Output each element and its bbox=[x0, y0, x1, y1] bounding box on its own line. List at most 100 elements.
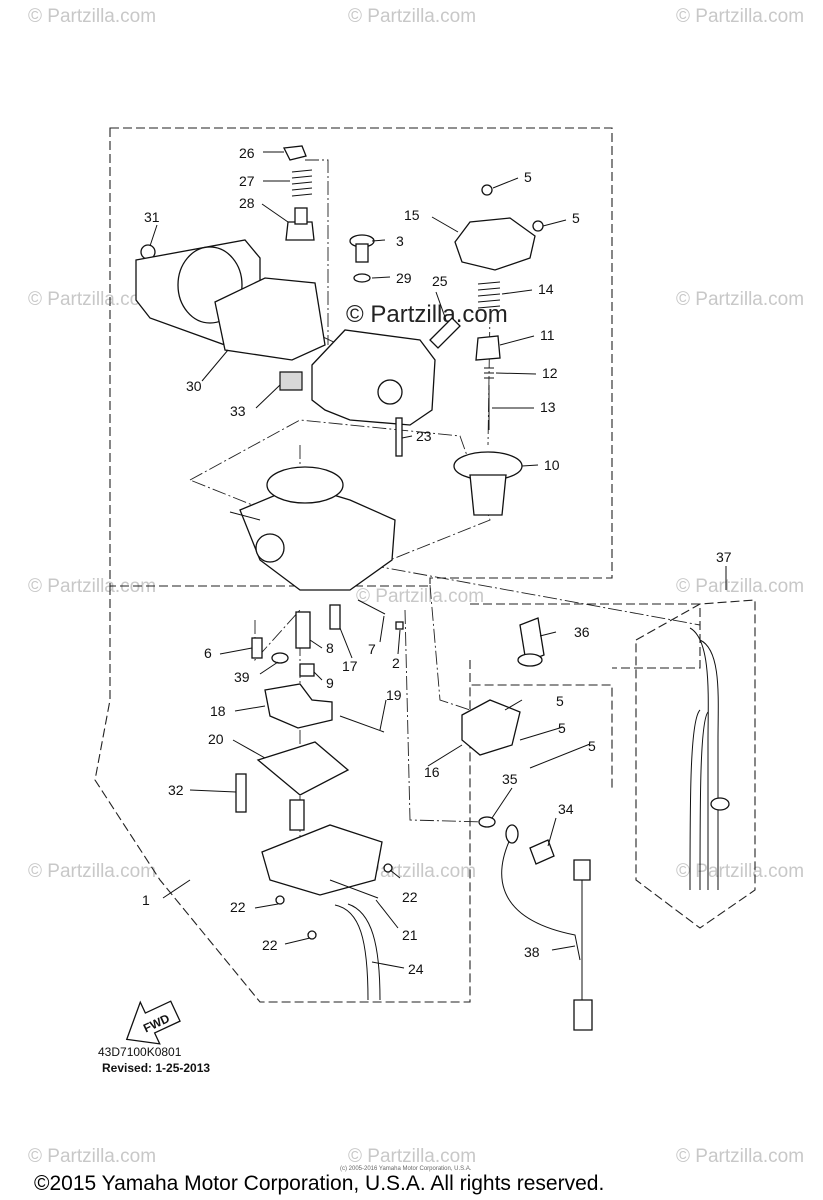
callout-34: 34 bbox=[558, 801, 574, 817]
callout-12: 12 bbox=[542, 365, 558, 381]
callout-30: 30 bbox=[186, 378, 202, 394]
carb-screw bbox=[229, 511, 261, 521]
drain-screw-part bbox=[329, 879, 379, 899]
chamber-screw bbox=[275, 895, 285, 905]
watermarks: © Partzilla.com © Partzilla.com © Partzi… bbox=[28, 6, 804, 1167]
upper-body-port bbox=[377, 379, 403, 405]
callout-9: 9 bbox=[326, 675, 334, 691]
callout-26: 26 bbox=[239, 145, 255, 161]
callout-23: 23 bbox=[416, 428, 432, 444]
tiny-copyright: (c) 2005-2016 Yamaha Motor Corporation, … bbox=[340, 1166, 472, 1172]
sensor-group-outline bbox=[470, 603, 701, 669]
cap-part bbox=[454, 217, 536, 271]
vent-hose-part bbox=[699, 639, 719, 890]
carb-top-bore bbox=[266, 466, 344, 504]
float-chamber-part bbox=[261, 824, 383, 896]
watermark: © Partzilla.com bbox=[28, 1146, 156, 1167]
chamber-screw bbox=[307, 930, 317, 940]
cap-screw bbox=[532, 220, 544, 232]
callout-5: 5 bbox=[572, 210, 580, 226]
callout-3: 3 bbox=[396, 233, 404, 249]
watermark: © Partzilla.com bbox=[28, 6, 156, 27]
sensor-base bbox=[517, 653, 543, 667]
cap-screw bbox=[481, 184, 493, 196]
hose-group-outline bbox=[635, 599, 756, 929]
watermark: © Partzilla.com bbox=[676, 1146, 804, 1167]
needle-jet-part bbox=[295, 611, 311, 649]
callout-37: 37 bbox=[716, 549, 732, 565]
watermark: © Partzilla.com bbox=[348, 861, 476, 882]
jet-part bbox=[251, 637, 263, 659]
callout-5: 5 bbox=[556, 693, 564, 709]
tps-part bbox=[461, 699, 521, 756]
plunger-part bbox=[285, 221, 315, 241]
callout-33: 33 bbox=[230, 403, 246, 419]
watermark: © Partzilla.com bbox=[676, 6, 804, 27]
adjust-screw-body bbox=[355, 243, 369, 263]
callout-6: 6 bbox=[204, 645, 212, 661]
axis-line bbox=[305, 159, 329, 345]
pilot-screw-part bbox=[429, 317, 461, 349]
ring-terminal bbox=[505, 824, 519, 844]
callout-20: 20 bbox=[208, 731, 224, 747]
washer-part bbox=[478, 816, 496, 828]
callout-22: 22 bbox=[230, 899, 246, 915]
float-part bbox=[264, 683, 333, 729]
float-pin-part bbox=[339, 715, 385, 733]
drain-screw bbox=[357, 599, 386, 615]
vent-hose-part bbox=[689, 627, 709, 890]
carb-intake bbox=[255, 533, 285, 563]
diagram-code: 43D7100K0801 bbox=[98, 1045, 182, 1059]
callout-35: 35 bbox=[502, 771, 518, 787]
float-chamber-stem bbox=[289, 799, 305, 831]
footer-copyright: ©2015 Yamaha Motor Corporation, U.S.A. A… bbox=[34, 1172, 604, 1195]
callout-19: 19 bbox=[386, 687, 402, 703]
watermark: © Partzilla.com bbox=[676, 576, 804, 597]
callout-24: 24 bbox=[408, 961, 424, 977]
leader-lines bbox=[149, 151, 727, 969]
callout-27: 27 bbox=[239, 173, 255, 189]
callout-22: 22 bbox=[402, 889, 418, 905]
callout-5: 5 bbox=[588, 738, 596, 754]
callout-31: 31 bbox=[144, 209, 160, 225]
callout-7: 7 bbox=[368, 641, 376, 657]
needle-holder-part bbox=[475, 335, 501, 361]
watermark: © Partzilla.com bbox=[356, 586, 484, 607]
callout-21: 21 bbox=[402, 927, 418, 943]
axis-line bbox=[429, 584, 471, 711]
callouts: 26 27 28 31 3 29 25 5 15 5 14 11 12 13 1… bbox=[142, 145, 732, 977]
wire-harness-part bbox=[501, 834, 581, 961]
filter-part bbox=[279, 371, 303, 391]
axis-line bbox=[254, 609, 301, 662]
callout-5: 5 bbox=[558, 720, 566, 736]
revision-date: Revised: 1-25-2013 bbox=[102, 1061, 210, 1075]
watermark: © Partzilla.com bbox=[676, 289, 804, 310]
callout-29: 29 bbox=[396, 270, 412, 286]
drain-hose-part bbox=[334, 904, 369, 1001]
watermark: © Partzilla.com bbox=[28, 861, 156, 882]
watermark: © Partzilla.com bbox=[28, 576, 156, 597]
gasket-part bbox=[214, 277, 326, 361]
parts bbox=[125, 145, 730, 1045]
watermark: © Partzilla.com bbox=[28, 289, 156, 310]
watermark: © Partzilla.com bbox=[676, 861, 804, 882]
callout-25: 25 bbox=[432, 273, 448, 289]
callout-18: 18 bbox=[210, 703, 226, 719]
callout-38: 38 bbox=[524, 944, 540, 960]
callout-11: 11 bbox=[540, 327, 555, 343]
plunger-stem bbox=[294, 207, 308, 225]
pin-part bbox=[395, 417, 403, 457]
watermark-center: © Partzilla.com bbox=[346, 301, 508, 328]
watermark: © Partzilla.com bbox=[348, 6, 476, 27]
main-jet-part bbox=[299, 663, 315, 677]
spring-part bbox=[291, 169, 313, 197]
watermark: © Partzilla.com bbox=[348, 1146, 476, 1167]
axis-line bbox=[369, 564, 701, 626]
callout-36: 36 bbox=[574, 624, 590, 640]
spring-part bbox=[484, 367, 494, 379]
callout-2: 2 bbox=[392, 655, 400, 671]
lower-group-outline bbox=[94, 586, 613, 1003]
callout-28: 28 bbox=[239, 195, 255, 211]
o-ring-part bbox=[353, 273, 371, 283]
